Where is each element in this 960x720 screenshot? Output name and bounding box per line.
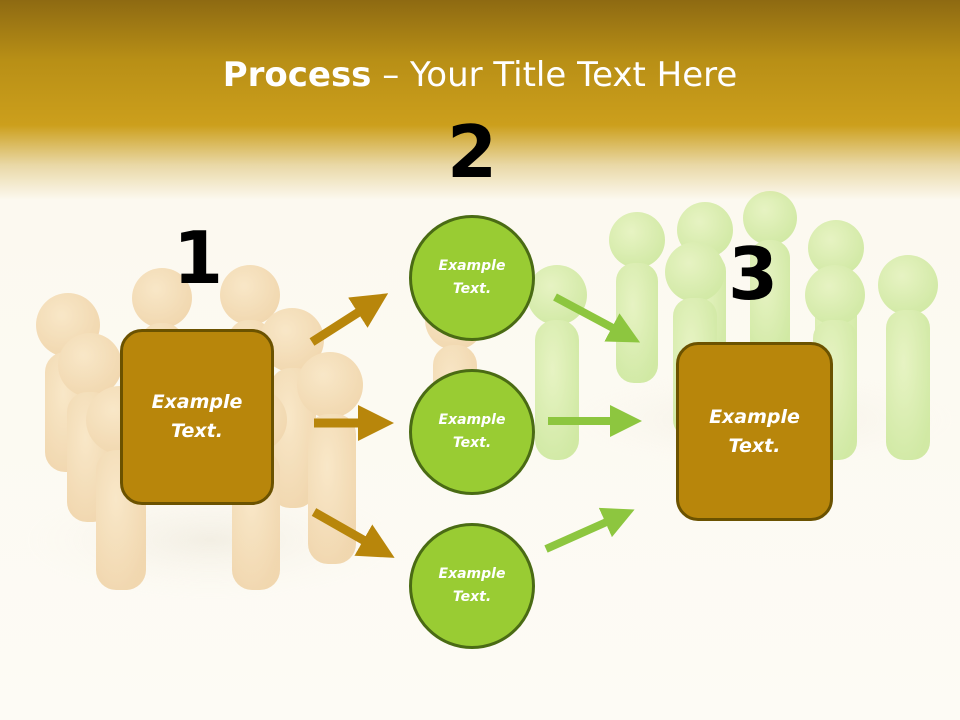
step-3-text: Example Text. bbox=[709, 405, 800, 457]
step-1-number: 1 bbox=[172, 216, 224, 300]
step-2-text-3: Example Text. bbox=[438, 566, 506, 605]
arrow-1-to-2a bbox=[309, 293, 389, 346]
step-1-box: Example Text. bbox=[120, 329, 274, 505]
step-3-number: 3 bbox=[727, 232, 779, 316]
slide-title: Process – Your Title Text Here bbox=[0, 52, 960, 98]
step-1-text: Example Text. bbox=[151, 391, 243, 442]
step-2-number: 2 bbox=[446, 110, 498, 194]
title-bold: Process bbox=[222, 55, 372, 95]
arrow-1-to-2c bbox=[311, 508, 395, 558]
title-rest: – Your Title Text Here bbox=[371, 55, 738, 95]
step-2-circle-3: Example Text. bbox=[409, 523, 535, 649]
step-3-box: Example Text. bbox=[676, 342, 833, 521]
step-2-circle-1: Example Text. bbox=[409, 215, 535, 341]
arrow-2a-to-3 bbox=[553, 293, 641, 343]
step-2-text-2: Example Text. bbox=[438, 412, 506, 451]
step-2-circle-2: Example Text. bbox=[409, 369, 535, 495]
step-2-text-1: Example Text. bbox=[438, 258, 506, 297]
arrow-2c-to-3 bbox=[544, 507, 635, 553]
